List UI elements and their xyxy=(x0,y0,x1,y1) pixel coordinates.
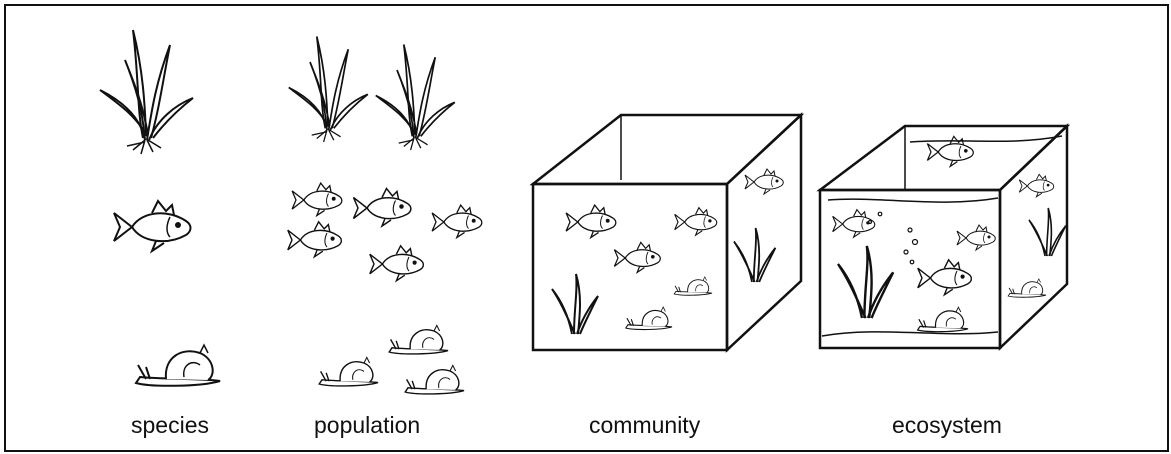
ecosystem-organisms xyxy=(832,135,1067,333)
species-fish xyxy=(113,200,192,252)
species-plant xyxy=(99,29,194,155)
ecosystem-tank xyxy=(816,123,1071,351)
label-species: species xyxy=(131,412,209,438)
community-organisms xyxy=(551,168,784,335)
species-snail xyxy=(135,344,221,387)
population-plants xyxy=(287,35,456,151)
population-snails xyxy=(318,324,465,395)
diagram-frame xyxy=(4,4,1169,452)
label-population: population xyxy=(314,412,421,438)
population-fish xyxy=(287,182,483,282)
label-ecosystem: ecosystem xyxy=(892,412,1002,438)
community-tank xyxy=(529,112,805,353)
label-community: community xyxy=(589,412,701,438)
